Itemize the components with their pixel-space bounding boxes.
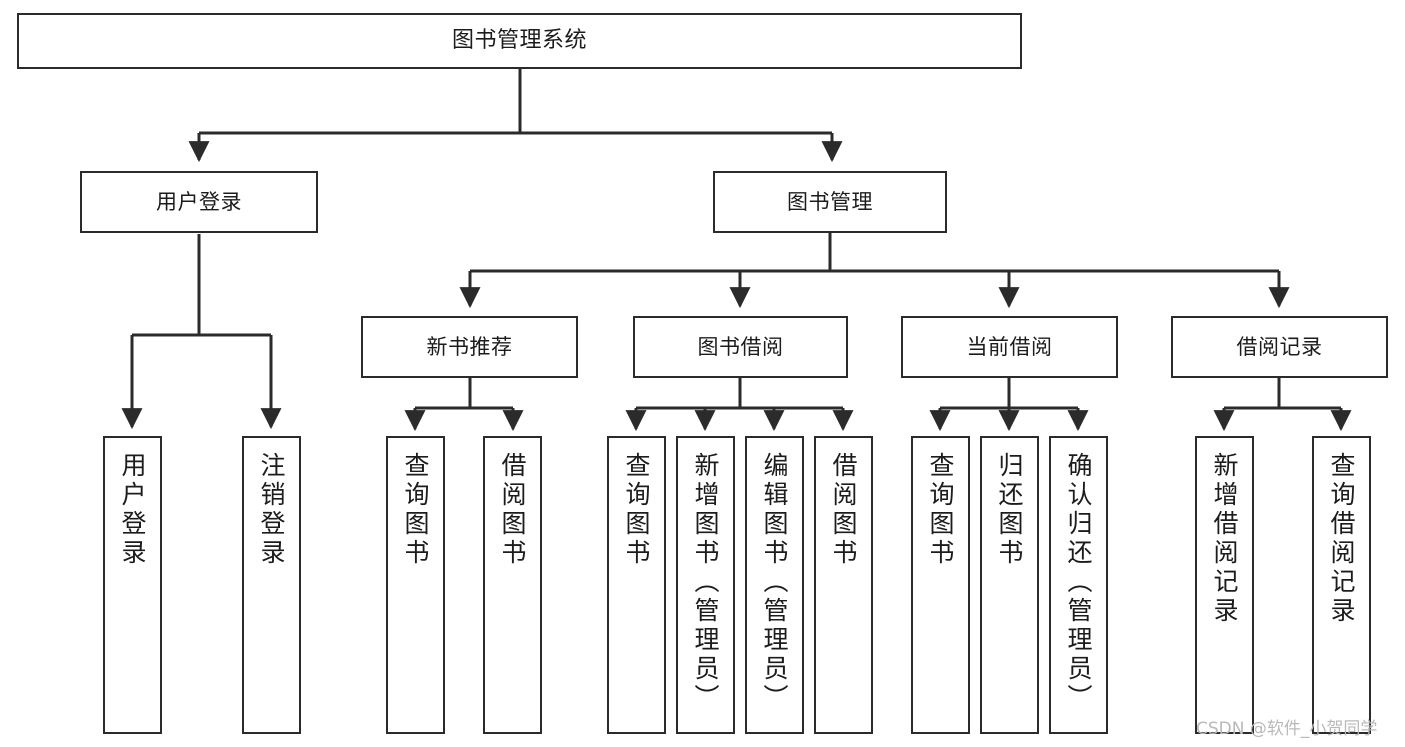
node-borrow-record[interactable]: 借阅记录	[1171, 316, 1388, 378]
csdn-watermark: CSDN @软件_小贺同学	[1196, 719, 1378, 739]
leaf-add-book[interactable]: 新增图书（管理员）	[676, 436, 735, 734]
node-book-borrow[interactable]: 图书借阅	[633, 316, 848, 378]
node-current-borrow-label: 当前借阅	[966, 334, 1053, 359]
leaf-borrow-book-2[interactable]: 借阅图书	[814, 436, 873, 734]
leaf-logout-login-label: 注销登录	[257, 452, 286, 568]
node-book-borrow-label: 图书借阅	[697, 334, 784, 359]
node-user-login[interactable]: 用户登录	[80, 171, 318, 233]
leaf-query-borrow-record-label: 查询借阅记录	[1327, 452, 1356, 626]
node-new-book-recommend-label: 新书推荐	[426, 334, 513, 359]
leaf-query-book-2-label: 查询图书	[622, 452, 651, 568]
leaf-borrow-book-1[interactable]: 借阅图书	[483, 436, 542, 734]
leaf-add-borrow-record-label: 新增借阅记录	[1210, 452, 1239, 626]
leaf-borrow-book-1-label: 借阅图书	[498, 452, 527, 568]
leaf-query-book-3-label: 查询图书	[926, 452, 955, 568]
leaf-return-book[interactable]: 归还图书	[980, 436, 1039, 734]
leaf-borrow-book-2-label: 借阅图书	[829, 452, 858, 568]
node-new-book-recommend[interactable]: 新书推荐	[361, 316, 578, 378]
leaf-query-book-1-label: 查询图书	[401, 452, 430, 568]
leaf-query-book-3[interactable]: 查询图书	[911, 436, 970, 734]
leaf-return-book-label: 归还图书	[995, 452, 1024, 568]
leaf-add-book-label: 新增图书（管理员）	[691, 452, 720, 713]
leaf-query-borrow-record[interactable]: 查询借阅记录	[1312, 436, 1371, 734]
node-root-label: 图书管理系统	[451, 28, 587, 54]
leaf-confirm-return[interactable]: 确认归还（管理员）	[1049, 436, 1108, 734]
leaf-user-login-label: 用户登录	[118, 452, 147, 568]
leaf-query-book-2[interactable]: 查询图书	[607, 436, 666, 734]
leaf-query-book-1[interactable]: 查询图书	[386, 436, 445, 734]
node-borrow-record-label: 借阅记录	[1236, 334, 1323, 359]
leaf-logout-login[interactable]: 注销登录	[242, 436, 301, 734]
node-user-login-label: 用户登录	[156, 189, 242, 214]
leaf-edit-book-label: 编辑图书（管理员）	[760, 452, 789, 713]
leaf-edit-book[interactable]: 编辑图书（管理员）	[745, 436, 804, 734]
leaf-user-login[interactable]: 用户登录	[103, 436, 162, 734]
node-book-management[interactable]: 图书管理	[713, 171, 947, 233]
leaf-add-borrow-record[interactable]: 新增借阅记录	[1195, 436, 1254, 734]
node-current-borrow[interactable]: 当前借阅	[901, 316, 1118, 378]
node-root[interactable]: 图书管理系统	[17, 13, 1022, 69]
node-book-management-label: 图书管理	[787, 189, 873, 214]
leaf-confirm-return-label: 确认归还（管理员）	[1064, 452, 1093, 713]
